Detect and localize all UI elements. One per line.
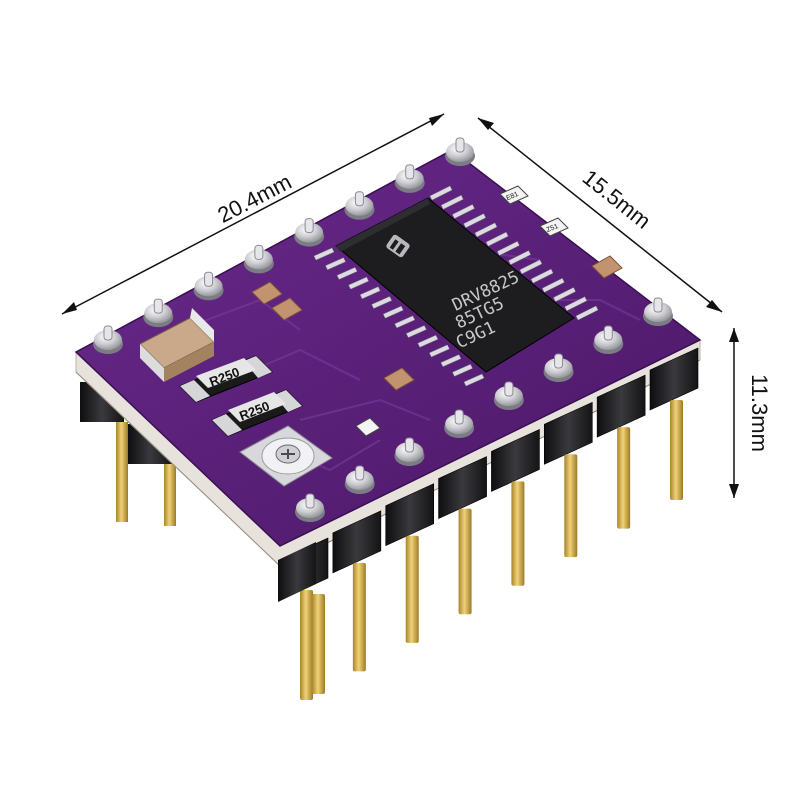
header-pin	[491, 428, 540, 586]
ti-logo-icon	[386, 234, 410, 258]
header-pin	[543, 401, 593, 558]
solder-joint	[394, 437, 425, 466]
solder-joint	[394, 164, 425, 193]
solder-joint	[143, 298, 174, 328]
small-capacitor-3	[383, 367, 415, 391]
large-capacitor	[139, 308, 215, 382]
small-capacitor-2	[271, 297, 303, 321]
right-header	[278, 542, 325, 694]
chip-leg	[463, 213, 487, 229]
dimension-line	[477, 117, 723, 313]
chip-top-edge	[336, 198, 430, 252]
solder-joint	[294, 218, 325, 247]
solder-joint	[444, 409, 475, 438]
chip-leg	[440, 194, 464, 210]
chip-leg	[452, 204, 475, 219]
chip-leg	[405, 325, 427, 338]
smd-part-a: E81	[499, 185, 529, 205]
arrow-head-icon	[729, 328, 739, 342]
header-pin	[596, 374, 646, 529]
solder-joint	[344, 465, 375, 494]
solder-joints-back-row	[93, 137, 475, 354]
chip-leg	[348, 276, 369, 290]
chip-leg	[382, 305, 404, 319]
chip-leg	[452, 363, 473, 377]
dimension-height: 11.3mm	[729, 328, 772, 498]
chip-leg	[429, 185, 453, 201]
chip-leg	[394, 315, 416, 329]
chip-legs	[313, 185, 599, 387]
corner-header-pin	[278, 542, 325, 694]
chip-leg	[508, 250, 531, 265]
height-label: 11.3mm	[747, 374, 772, 452]
arrow-head-icon	[478, 118, 494, 130]
chip-leg	[530, 268, 554, 284]
chip-leg	[575, 305, 599, 321]
solder-joint	[295, 493, 325, 522]
solder-joint	[243, 244, 274, 274]
chip-leg	[485, 231, 509, 247]
chip-leg	[497, 241, 520, 256]
small-capacitor-4	[591, 255, 623, 279]
chip-leg	[519, 259, 543, 275]
solder-joint	[445, 137, 475, 166]
chip-leg	[371, 296, 393, 309]
width-label: 15.5mm	[578, 165, 656, 234]
svg-text:E81: E81	[505, 191, 519, 202]
solder-joint	[344, 191, 375, 220]
solder-joint	[93, 325, 123, 354]
trim-potentiometer	[239, 425, 333, 487]
solder-joint	[593, 325, 624, 354]
header-pin	[649, 347, 699, 500]
driver-chip: DRV8825 85TG5 C9G1	[313, 185, 599, 387]
chip-leg	[313, 247, 335, 261]
header-pin	[385, 483, 435, 643]
chip-leg	[553, 287, 576, 302]
chip-leg	[440, 354, 462, 367]
chip-leg	[417, 334, 439, 348]
solder-joint	[643, 297, 673, 326]
arrow-head-icon	[429, 114, 444, 126]
chip-leg	[564, 296, 588, 312]
smd-part-c	[355, 417, 381, 437]
chip-leg	[325, 257, 346, 271]
svg-text:Z51: Z51	[546, 223, 560, 234]
chip-leg	[541, 277, 565, 293]
chip-leg	[336, 267, 358, 280]
chip-leg	[463, 373, 485, 387]
header-pin	[438, 456, 487, 615]
arrow-head-icon	[62, 302, 77, 314]
pcb-board	[74, 149, 702, 547]
solder-joint	[193, 271, 224, 301]
solder-joint	[543, 353, 574, 382]
arrow-head-icon	[729, 484, 739, 498]
chip-leg	[359, 286, 381, 300]
chip-leg	[474, 222, 498, 238]
header-pin	[332, 510, 382, 672]
solder-joints-front-row	[295, 297, 673, 522]
chip-leg	[429, 344, 450, 358]
arrow-head-icon	[706, 300, 722, 312]
smd-part-b: Z51	[539, 217, 569, 237]
solder-joint	[493, 381, 524, 410]
sense-resistor-1: R250	[179, 355, 273, 403]
dimension-line	[61, 113, 445, 315]
small-capacitor-1	[251, 281, 283, 305]
